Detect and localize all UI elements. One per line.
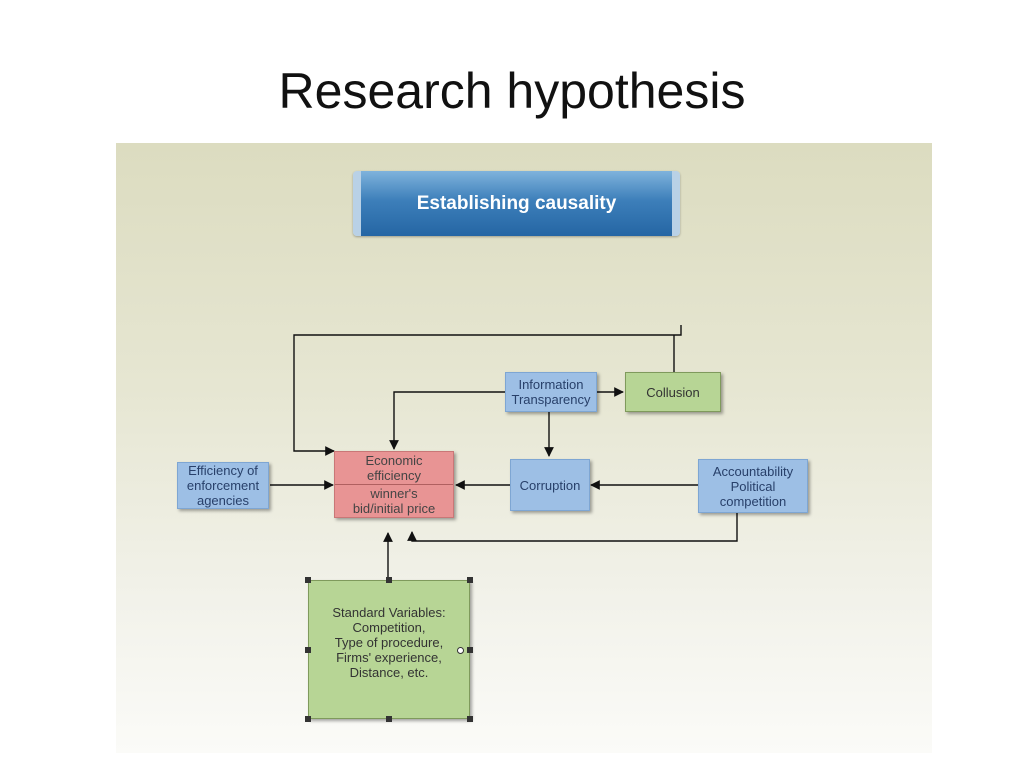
accountability-box: Accountability Political competition [698,459,808,513]
collusion-box: Collusion [625,372,721,412]
collusion-feedback-line [293,325,682,456]
banner-label: Establishing causality [416,193,617,214]
connection-point-ring[interactable] [457,647,464,654]
resize-handle-middle-left[interactable] [305,647,311,653]
accountability-to-efficiency-arrow [407,513,738,542]
standard-variables-box[interactable]: Standard Variables: Competition, Type of… [308,580,470,719]
resize-handle-bottom-right[interactable] [467,716,473,722]
corruption-box: Corruption [510,459,590,511]
slide-title: Research hypothesis [278,63,746,119]
resize-handle-top-right[interactable] [467,577,473,583]
causality-banner: Establishing causality [353,171,680,236]
information-transparency-box: Information Transparency [505,372,597,412]
economic-efficiency-label: Economic efficiency [365,453,423,483]
resize-handle-middle-right[interactable] [467,647,473,653]
economic-efficiency-box: Economic efficiency winner's bid/initial… [334,451,454,518]
resize-handle-bottom-center[interactable] [386,716,392,722]
winners-bid-label: winner's bid/initial price [352,486,436,516]
resize-handle-top-center[interactable] [386,577,392,583]
info-to-efficiency-arrow [389,391,505,450]
efficiency-divider [335,484,453,485]
resize-handle-top-left[interactable] [305,577,311,583]
enforcement-box: Efficiency of enforcement agencies [177,462,269,509]
resize-handle-bottom-left[interactable] [305,716,311,722]
diagram-panel [116,143,932,753]
